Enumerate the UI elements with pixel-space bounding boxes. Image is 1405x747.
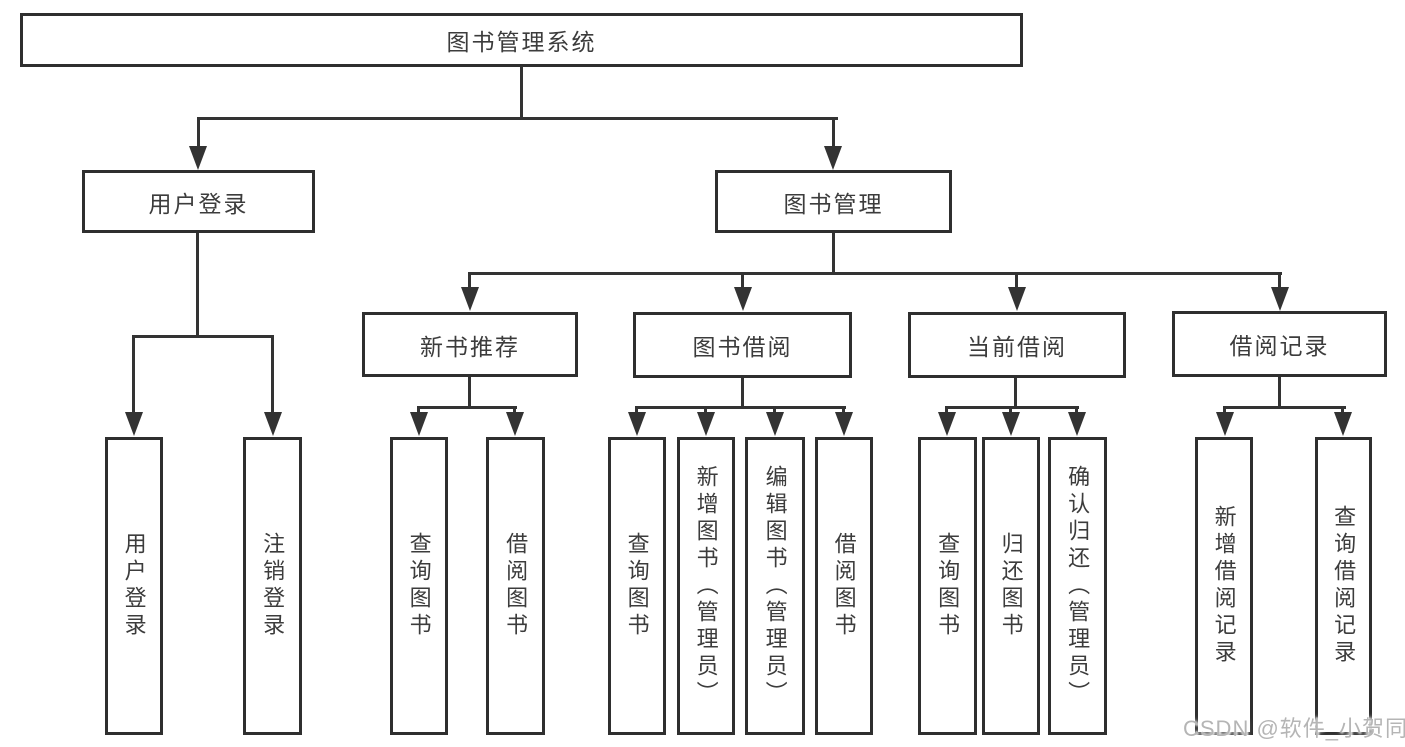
csdn-watermark: CSDN @软件_小贺同学 [1183,716,1405,741]
connector-vline [197,117,200,150]
leaf-query-book-borrowing: 查询图书 [608,437,666,735]
connector-hline [635,406,846,409]
arrow-down-icon [1002,412,1020,436]
connector-vline [520,66,523,119]
leaf-add-borrow-record: 新增借阅记录 [1195,437,1253,735]
arrow-down-icon [734,287,752,311]
node-user-login: 用户登录 [82,170,315,233]
connector-hline [417,406,517,409]
arrow-down-icon [835,412,853,436]
arrow-down-icon [1271,287,1289,311]
connector-vline [513,406,516,416]
arrow-down-icon [766,412,784,436]
connector-vline [468,272,471,292]
connector-hline [197,117,838,120]
connector-vline [1075,406,1078,416]
arrow-down-icon [461,287,479,311]
connector-vline [945,406,948,416]
connector-vline [1278,377,1281,409]
node-book-borrowing: 图书借阅 [633,312,852,378]
connector-vline [832,117,835,150]
leaf-edit-book-admin: 编辑图书（管理员） [745,437,805,735]
leaf-query-book-current: 查询图书 [918,437,977,735]
leaf-borrow-book: 借阅图书 [815,437,873,735]
connector-vline [842,406,845,416]
connector-vline [271,335,274,415]
connector-hline [945,406,1079,409]
connector-vline [741,272,744,292]
leaf-add-book-admin: 新增图书（管理员） [677,437,735,735]
arrow-down-icon [125,412,143,436]
connector-vline [704,406,707,416]
leaf-confirm-return-admin: 确认归还（管理员） [1048,437,1107,735]
connector-vline [468,377,471,409]
arrow-down-icon [938,412,956,436]
leaf-query-borrow-record: 查询借阅记录 [1315,437,1372,735]
node-borrow-records: 借阅记录 [1172,311,1387,377]
connector-vline [1278,272,1281,292]
leaf-return-book: 归还图书 [982,437,1040,735]
node-root: 图书管理系统 [20,13,1023,67]
arrow-down-icon [1334,412,1352,436]
connector-hline [1223,406,1346,409]
connector-vline [832,233,835,275]
arrow-down-icon [1068,412,1086,436]
arrow-down-icon [506,412,524,436]
arrow-down-icon [189,146,207,170]
arrow-down-icon [264,412,282,436]
leaf-user-login: 用户登录 [105,437,163,735]
arrow-down-icon [824,146,842,170]
arrow-down-icon [628,412,646,436]
connector-vline [773,406,776,416]
connector-vline [1015,272,1018,292]
connector-vline [417,406,420,416]
connector-vline [1014,378,1017,409]
node-current-borrowing: 当前借阅 [908,312,1126,378]
leaf-query-book-recommend: 查询图书 [390,437,448,735]
leaf-logout: 注销登录 [243,437,302,735]
arrow-down-icon [1008,287,1026,311]
connector-vline [1223,406,1226,416]
leaf-borrow-book-recommend: 借阅图书 [486,437,545,735]
connector-vline [132,335,135,415]
connector-vline [635,406,638,416]
connector-vline [1341,406,1344,416]
node-book-management: 图书管理 [715,170,952,233]
connector-vline [741,378,744,409]
connector-hline [469,272,1282,275]
arrow-down-icon [697,412,715,436]
connector-hline [132,335,274,338]
arrow-down-icon [1216,412,1234,436]
node-new-book-recommend: 新书推荐 [362,312,578,377]
connector-vline [196,233,199,338]
connector-vline [1009,406,1012,416]
arrow-down-icon [410,412,428,436]
